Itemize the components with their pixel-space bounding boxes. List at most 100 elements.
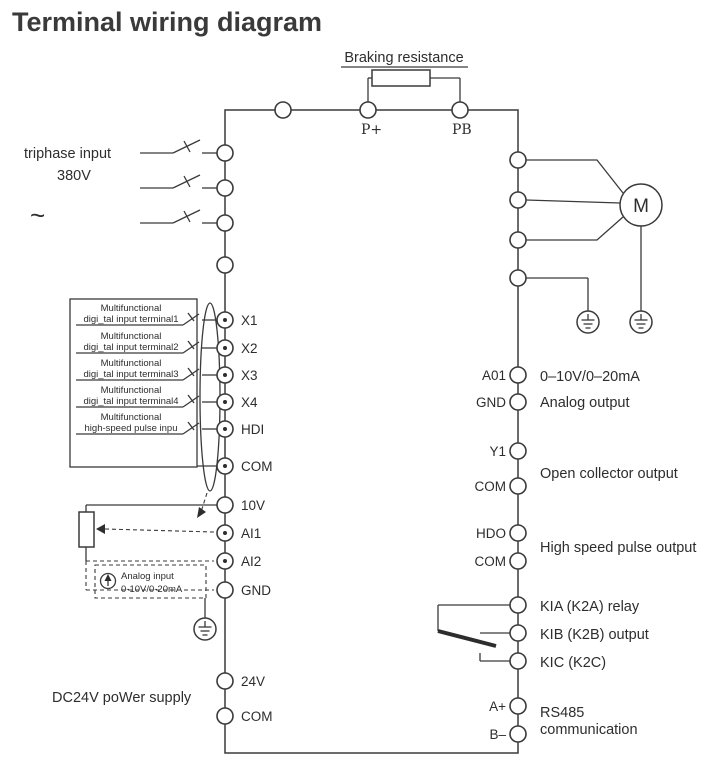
x3-label: X3 — [241, 368, 258, 383]
digital-input-box — [69, 298, 198, 468]
terminal-w — [509, 231, 527, 249]
row5-line2: high-speed pulse inpu — [85, 423, 178, 434]
ac-symbol: ~ — [30, 200, 45, 230]
drive-outline — [224, 109, 519, 754]
ai1-dashed-wire — [104, 528, 215, 533]
terminal-phase-s — [216, 179, 234, 197]
motor-wires — [525, 159, 624, 241]
p-plus-label: P+ — [361, 122, 382, 138]
high-speed-pulse-label: High speed pulse output — [540, 540, 696, 556]
braking-resistance-label: Braking resistance — [344, 50, 463, 66]
digital-input-row-x4: Multifunctional digi_tal input terminal4 — [76, 385, 217, 408]
terminal-10v — [216, 496, 234, 514]
row4-line1: Multifunctional — [101, 385, 162, 396]
terminal-pe — [216, 256, 234, 274]
terminal-pe-right — [509, 269, 527, 287]
hdo-label: HDO — [476, 526, 506, 541]
digital-input-row-x2: Multifunctional digi_tal input terminal2 — [76, 331, 217, 354]
analog-output-label: Analog output — [540, 395, 630, 411]
shield-arrowhead — [197, 507, 206, 518]
row1-line1: Multifunctional — [101, 303, 162, 314]
relay-contact-symbol — [437, 604, 510, 662]
com-y1-label: COM — [475, 479, 507, 494]
ai1-label: AI1 — [241, 526, 261, 541]
top-terminal — [274, 101, 292, 119]
terminal-u — [509, 151, 527, 169]
terminal-24v — [216, 672, 234, 690]
analog-note-line1: Analog input — [121, 571, 174, 582]
open-collector-label: Open collector output — [540, 466, 678, 482]
braking-resistor-symbol — [371, 69, 431, 87]
terminal-com-y1 — [509, 477, 527, 495]
earth-ground-left — [193, 598, 217, 641]
terminal-a01 — [509, 366, 527, 384]
b-minus-label: B– — [489, 727, 506, 742]
terminal-com-hdo — [509, 552, 527, 570]
triphase-voltage-label: 380V — [57, 168, 91, 184]
x4-label: X4 — [241, 395, 258, 410]
row1-line2: digi_tal input terminal1 — [83, 314, 178, 325]
10v-label: 10V — [241, 498, 265, 513]
terminal-b-minus — [509, 725, 527, 743]
24v-label: 24V — [241, 674, 265, 689]
terminal-com2 — [216, 707, 234, 725]
a-plus-label: A+ — [489, 699, 506, 714]
circled-arrow-icon — [99, 572, 117, 590]
terminal-hdo — [509, 524, 527, 542]
potentiometer-symbol — [78, 511, 95, 548]
circled-arrowhead — [104, 574, 112, 581]
row3-line2: digi_tal input terminal3 — [83, 369, 178, 380]
digital-input-terminals — [216, 311, 234, 475]
terminal-kib — [509, 624, 527, 642]
pb-label: PB — [452, 122, 472, 138]
terminal-v — [509, 191, 527, 209]
kia-label: KIA (K2A) relay — [540, 599, 640, 615]
communication-label: communication — [540, 722, 638, 738]
ai1-dot — [223, 531, 227, 535]
kic-label: KIC (K2C) — [540, 655, 606, 671]
terminal-gnd-right — [509, 393, 527, 411]
terminal-a-plus — [509, 697, 527, 715]
terminal-pb — [451, 101, 469, 119]
terminal-p-plus — [359, 101, 377, 119]
pot-wiper-arrow — [96, 524, 105, 534]
analog-output-range: 0–10V/0–20mA — [540, 369, 640, 385]
ai2-label: AI2 — [241, 554, 261, 569]
dc24v-supply-label: DC24V poWer supply — [52, 690, 192, 706]
shield-arrow-line — [200, 492, 208, 513]
row3-line1: Multifunctional — [101, 358, 162, 369]
kib-label: KIB (K2B) output — [540, 627, 649, 643]
a01-label: A01 — [482, 368, 506, 383]
phase-switch-1 — [140, 139, 217, 154]
terminal-gnd-left — [216, 581, 234, 599]
page-title: Terminal wiring diagram — [12, 7, 322, 37]
com-hdo-label: COM — [475, 554, 507, 569]
terminal-phase-t — [216, 214, 234, 232]
analog-input-note-box — [94, 564, 207, 599]
com1-label: COM — [241, 459, 273, 474]
x2-label: X2 — [241, 341, 258, 356]
triphase-input-label: triphase input — [24, 146, 111, 162]
earth-ground-motor — [629, 310, 653, 334]
gnd-left-label: GND — [241, 583, 271, 598]
row2-line1: Multifunctional — [101, 331, 162, 342]
com2-label: COM — [241, 709, 273, 724]
phase-switch-2 — [140, 174, 217, 189]
earth-ground-pe — [576, 310, 600, 334]
digital-input-row-x3: Multifunctional digi_tal input terminal3 — [76, 358, 217, 381]
motor-label: M — [633, 196, 649, 217]
phase-switch-3 — [140, 209, 217, 224]
terminal-kic — [509, 652, 527, 670]
analog-note-line2: 0-10V/0-20mA — [121, 584, 183, 595]
terminal-kia — [509, 596, 527, 614]
digital-input-row-x1: Multifunctional digi_tal input terminal1 — [76, 303, 217, 326]
terminal-y1 — [509, 442, 527, 460]
row4-line2: digi_tal input terminal4 — [83, 396, 178, 407]
rs485-label: RS485 — [540, 705, 584, 721]
gnd-right-label: GND — [476, 395, 506, 410]
row5-line1: Multifunctional — [101, 412, 162, 423]
x1-label: X1 — [241, 313, 258, 328]
y1-label: Y1 — [489, 444, 506, 459]
